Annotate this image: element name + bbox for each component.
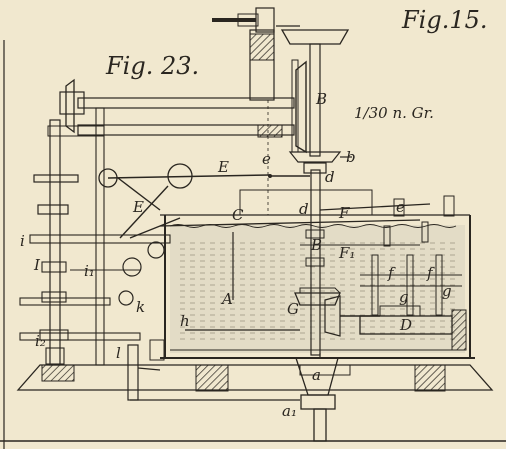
label-b: b	[346, 148, 356, 166]
upper-shafts	[59, 78, 295, 138]
left-frame	[19, 107, 171, 366]
label-A: A	[220, 290, 233, 308]
label-l: l	[116, 344, 121, 362]
float-rods	[232, 195, 467, 351]
label-d-mid: d	[299, 200, 309, 218]
label-E-low: E	[132, 198, 144, 216]
label-d-top: d	[325, 168, 335, 186]
scale-note: 1/30 n. Gr.	[354, 104, 434, 122]
label-B-mid: B	[310, 236, 322, 254]
label-C: C	[232, 206, 244, 224]
upper-column	[212, 7, 352, 215]
label-g: g	[399, 288, 409, 306]
label-E-top: E	[217, 158, 229, 176]
label-e-top: e	[262, 150, 271, 168]
label-a: a	[312, 366, 321, 384]
label-g1: g	[442, 282, 452, 300]
label-D: D	[399, 316, 412, 334]
label-i: i	[20, 232, 25, 250]
label-B-top: B	[315, 90, 327, 108]
label-f: f	[387, 264, 396, 282]
label-G: G	[287, 300, 299, 318]
governor	[98, 163, 431, 306]
label-I: I	[33, 256, 41, 274]
foundation	[16, 364, 494, 392]
figure-23-title: Fig. 23.	[105, 52, 199, 80]
lower-linkage	[127, 339, 300, 401]
label-F1: F₁	[338, 244, 355, 262]
label-e-right: e	[396, 198, 405, 216]
label-k: k	[136, 298, 145, 316]
label-i1: i₁	[84, 262, 95, 280]
figure-15-title: Fig.15.	[401, 6, 488, 34]
label-h: h	[180, 312, 190, 330]
label-a1: a₁	[282, 402, 297, 420]
tank	[160, 189, 475, 359]
label-i2: i₂	[35, 332, 46, 350]
label-F: F	[338, 204, 350, 222]
label-f1: f	[426, 264, 435, 282]
